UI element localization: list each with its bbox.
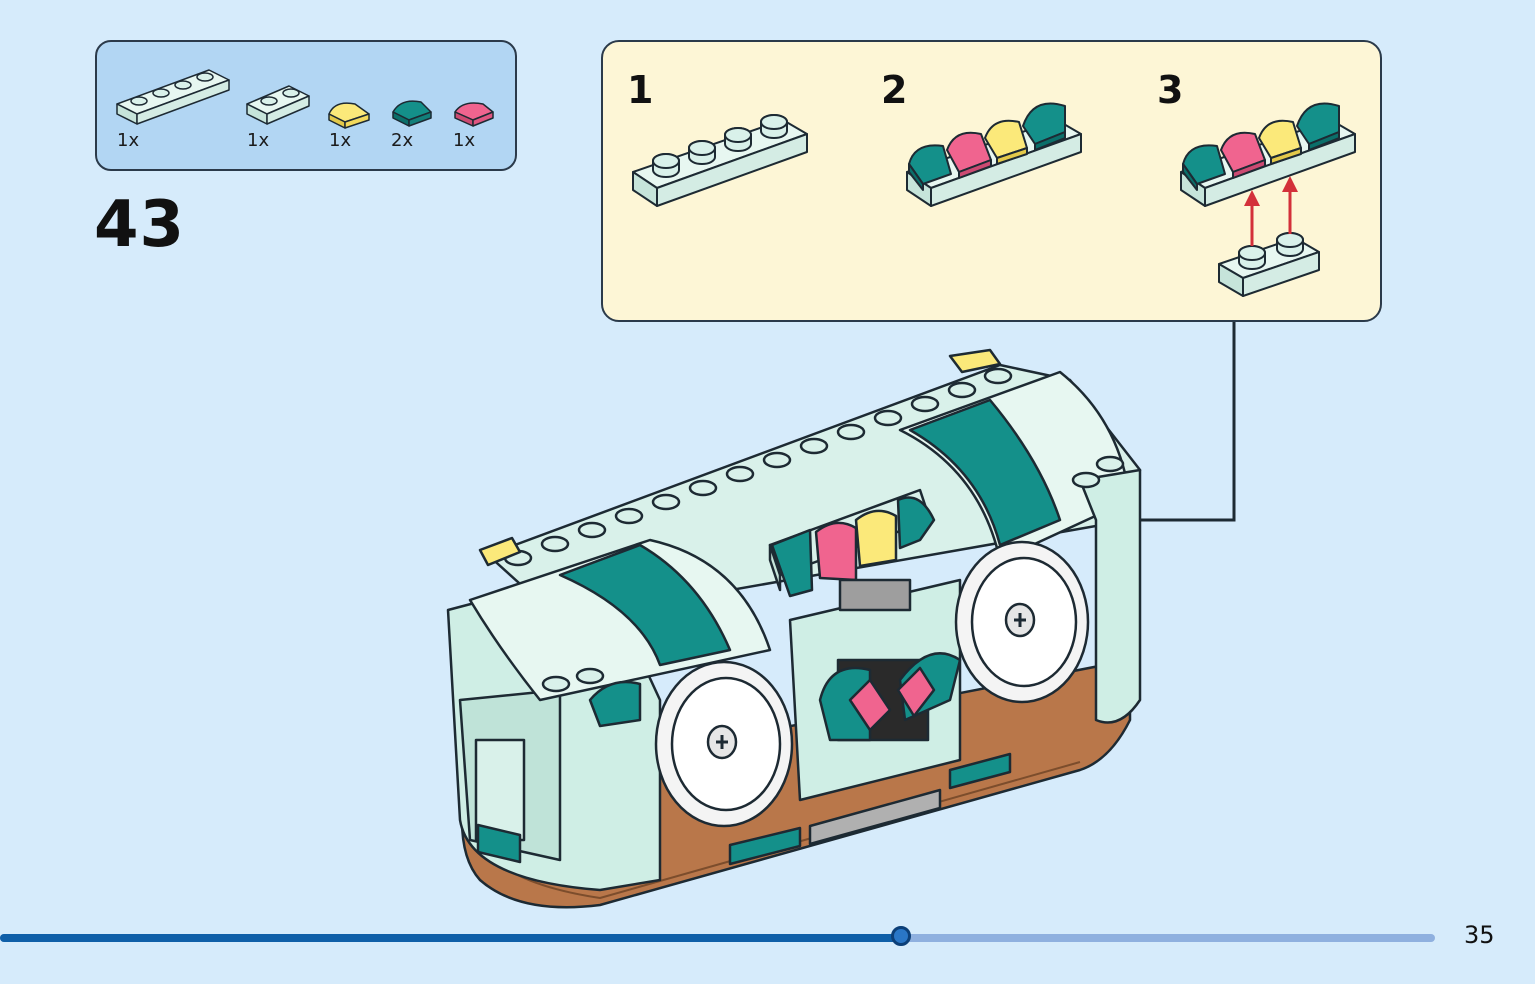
speaker-left — [654, 660, 794, 828]
yellow-end-tile-right — [948, 348, 1002, 374]
step-number: 43 — [94, 188, 186, 262]
substep-panel: 1 2 3 — [601, 40, 1382, 322]
insert-arrows-icon — [1244, 176, 1298, 246]
body-right-block — [1078, 468, 1142, 724]
substep-illustrations — [632, 102, 1356, 297]
parts-illustration — [116, 69, 494, 129]
curved-hood-left — [468, 538, 772, 702]
page-progress-fill — [0, 934, 902, 942]
substep-2-assembly-icon — [906, 102, 1082, 207]
top-studs — [503, 367, 1013, 567]
pink-tile-cassette-left — [848, 678, 892, 732]
part-count-tile-pink: 1x — [453, 130, 476, 151]
speaker-right — [954, 540, 1090, 704]
plate-1x4-icon — [116, 69, 230, 125]
tile-quarter-round-yellow-icon — [328, 102, 370, 129]
plate-1x2-icon — [246, 85, 310, 125]
substep-1-plate-icon — [632, 114, 808, 207]
placed-subassembly — [768, 488, 936, 612]
parts-list-box: 1x 1x 1x 2x 1x — [95, 40, 517, 171]
part-count-tile-teal: 2x — [391, 130, 414, 151]
substep-number-1: 1 — [627, 68, 654, 112]
page-progress-bar — [0, 926, 1435, 946]
tile-quarter-round-pink-icon — [454, 102, 494, 127]
substep-number-2: 2 — [881, 68, 908, 112]
pink-tile-cassette-right — [896, 666, 936, 718]
part-count-plate-1x2: 1x — [247, 130, 270, 151]
page-progress-knob — [891, 926, 912, 946]
page-number: 35 — [1464, 921, 1495, 949]
part-count-tile-yellow: 1x — [329, 130, 352, 151]
substep-number-3: 3 — [1157, 68, 1184, 112]
substep-3-assembly-icon — [1180, 102, 1356, 297]
yellow-end-tile-left — [478, 536, 522, 567]
part-count-plate-1x4: 1x — [117, 130, 140, 151]
tile-quarter-round-teal-icon — [392, 100, 432, 127]
